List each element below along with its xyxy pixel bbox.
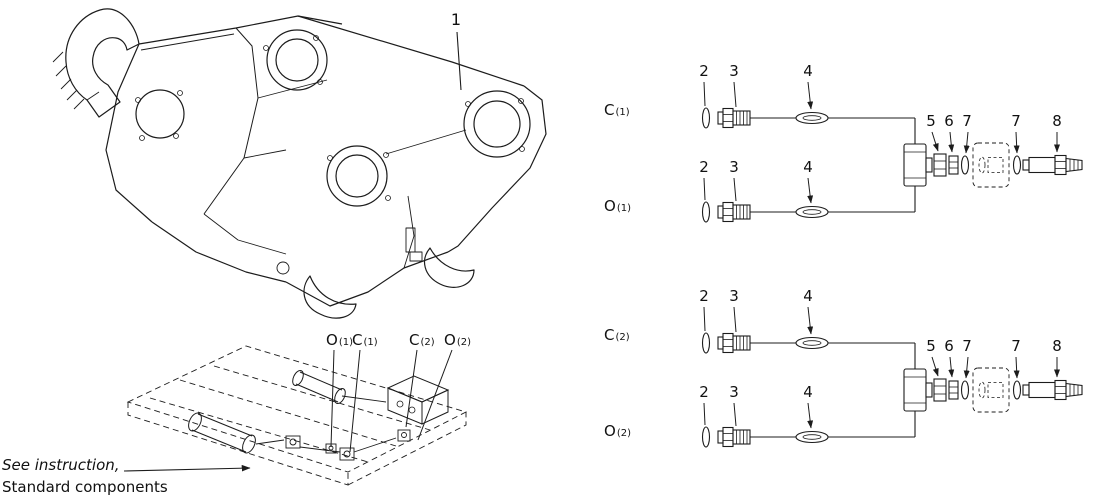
valve-cylinder-1 (188, 412, 256, 454)
callout-part-5: 5 (926, 337, 936, 355)
port-label-c1: C (1) (604, 103, 630, 118)
overlay-port-o1: O (1) (326, 333, 353, 348)
branch-assembly-1 (903, 142, 1083, 188)
port-label-o1: O (1) (604, 199, 631, 214)
hook-outline (65, 8, 140, 118)
callout-part-3: 3 (729, 383, 739, 401)
port-letter: C (409, 331, 420, 349)
callout-part-4: 4 (803, 287, 813, 305)
port-index: (1) (363, 337, 378, 348)
callout-part-1: 1 (450, 10, 462, 29)
fitting-row-c1 (701, 107, 916, 129)
callout-part-6: 6 (944, 337, 954, 355)
port-label-c2: C (2) (604, 328, 630, 343)
callout-part-2: 2 (699, 62, 709, 80)
fitting-row-c2 (701, 332, 916, 354)
port-letter: C (604, 101, 615, 119)
note-standard-components: Standard components (2, 478, 168, 496)
callout-part-3: 3 (729, 158, 739, 176)
port-index: (2) (456, 337, 471, 348)
callout-part-7: 7 (962, 112, 972, 130)
fitting-row-o2 (701, 426, 916, 448)
port-index: (1) (616, 203, 631, 214)
callout-part-3: 3 (729, 287, 739, 305)
callout-part-4: 4 (803, 62, 813, 80)
port-index: (1) (615, 107, 630, 118)
callout-part-4: 4 (803, 158, 813, 176)
boss-top (263, 29, 328, 91)
leader-part-1 (456, 31, 462, 91)
port-index: (2) (615, 332, 630, 343)
circuit-1-leaders (703, 81, 1060, 204)
valve-assembly-drawing (126, 345, 468, 486)
port-letter: O (604, 422, 616, 440)
overlay-port-c1: C (1) (352, 333, 378, 348)
port-letter: O (604, 197, 616, 215)
callout-part-2: 2 (699, 287, 709, 305)
phantom-plate (126, 345, 468, 486)
port-index: (1) (338, 337, 353, 348)
circuit-2-leaders (703, 306, 1060, 429)
callout-part-3: 3 (729, 62, 739, 80)
valve-cylinder-2 (292, 370, 346, 404)
port-letter: O (444, 331, 456, 349)
callout-part-8: 8 (1052, 337, 1062, 355)
overlay-port-leaders (330, 349, 453, 453)
callout-part-4: 4 (803, 383, 813, 401)
branch-assembly-2 (903, 367, 1083, 413)
port-letter: O (326, 331, 338, 349)
callout-part-8: 8 (1052, 112, 1062, 130)
note-see-instruction: See instruction, (2, 456, 120, 474)
callout-part-7: 7 (1011, 112, 1021, 130)
callout-part-5: 5 (926, 112, 936, 130)
fitting-row-o1 (701, 201, 916, 223)
claw-left (303, 275, 357, 319)
overlay-port-c2: C (2) (409, 333, 435, 348)
port-index: (2) (420, 337, 435, 348)
boss-center (326, 145, 391, 207)
coupler-drawing (52, 8, 547, 319)
note-arrow (123, 464, 251, 472)
boss-left (135, 89, 185, 141)
overlay-port-o2: O (2) (444, 333, 471, 348)
port-label-o2: O (2) (604, 424, 631, 439)
callout-part-7: 7 (962, 337, 972, 355)
port-index: (2) (616, 428, 631, 439)
callout-part-6: 6 (944, 112, 954, 130)
boss-right (463, 90, 531, 158)
port-letter: C (604, 326, 615, 344)
claw-right (423, 247, 475, 288)
callout-part-2: 2 (699, 158, 709, 176)
callout-part-7: 7 (1011, 337, 1021, 355)
hook-hatching (52, 51, 85, 110)
port-letter: C (352, 331, 363, 349)
callout-part-2: 2 (699, 383, 709, 401)
